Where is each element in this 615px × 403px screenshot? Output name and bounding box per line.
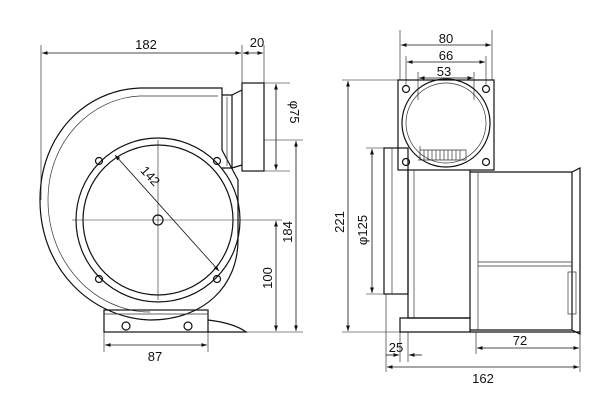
flange-bolt-hole <box>401 157 411 167</box>
dim-label-overall-width: 182 <box>135 37 157 52</box>
flange-bolt-hole <box>401 84 411 94</box>
dim-label-flange-mid: 66 <box>439 48 453 63</box>
base-foot-sweep <box>207 319 248 333</box>
dim-label-base-width: 87 <box>148 349 162 364</box>
dim-label-flange-thickness: 20 <box>250 35 264 50</box>
scroll-housing-inner-line <box>47 95 218 313</box>
dim-label-flange-inner: 53 <box>437 64 451 79</box>
base-slot <box>121 321 131 331</box>
motor-body <box>470 171 573 331</box>
dim-label-base-depth: 25 <box>389 340 403 355</box>
motor-terminal <box>567 271 577 315</box>
dimension-line-bolt-circle <box>114 154 220 272</box>
housing-body <box>407 170 471 319</box>
flange-bolt-hole <box>481 84 491 94</box>
bolt-hole <box>94 274 104 284</box>
flange-opening-outer <box>401 78 491 168</box>
dim-label-flange-outer: 80 <box>439 31 453 46</box>
dim-label-height: 184 <box>280 221 295 243</box>
dim-label-bolt-circle: 142 <box>138 163 164 189</box>
dim-label-overall-height: 221 <box>332 211 347 233</box>
flange-opening-inner <box>405 82 487 164</box>
bolt-hole <box>94 156 104 166</box>
square-flange <box>397 79 495 171</box>
base-plate <box>103 309 209 333</box>
impeller-blades <box>423 150 461 160</box>
outlet-flange <box>241 82 265 172</box>
dim-label-inlet-dia: φ125 <box>355 215 370 245</box>
dim-label-overall-length: 162 <box>472 371 494 386</box>
outlet-flange-transition <box>231 164 243 169</box>
bolt-hole <box>212 274 222 284</box>
dim-label-outlet-dia: φ75 <box>287 101 302 124</box>
inlet-collar <box>383 147 409 295</box>
dim-label-center-height: 100 <box>260 267 275 289</box>
scroll-housing-outline <box>39 87 239 321</box>
flange-bolt-hole <box>481 157 491 167</box>
base-slot <box>183 321 193 331</box>
impeller-blade-edge <box>418 146 467 161</box>
side-view: 80 66 53 221 φ125 25 72 162 <box>332 30 581 386</box>
mounting-holes <box>94 156 222 284</box>
side-base-plate <box>399 317 471 333</box>
dim-label-motor-length: 72 <box>513 333 527 348</box>
front-view: 182 20 φ75 142 184 100 87 <box>39 35 303 364</box>
outlet-neck <box>222 94 233 169</box>
outlet-flange-transition <box>231 89 243 96</box>
